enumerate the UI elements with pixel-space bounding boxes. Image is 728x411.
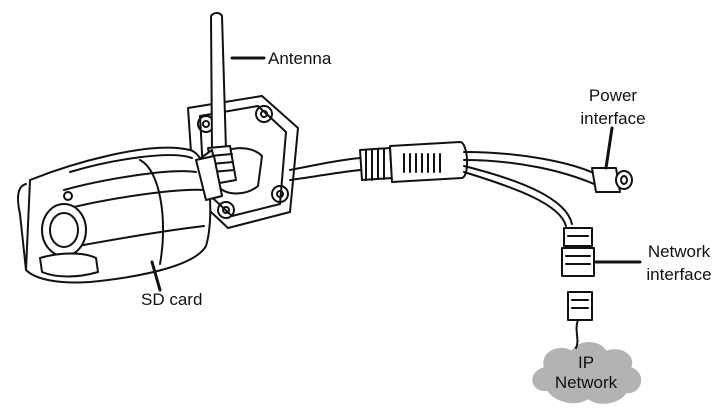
network-cable	[463, 165, 595, 349]
antenna-label: Antenna	[268, 49, 332, 68]
sd-card-label: SD card	[141, 290, 203, 309]
power-cable	[463, 151, 633, 193]
network-interface-label: Network interface	[636, 242, 722, 285]
ip-network-cloud-icon	[532, 342, 641, 404]
main-cable	[289, 141, 468, 183]
power-interface-label: Power interface	[568, 86, 658, 129]
ip-network-label: IP Network	[538, 353, 634, 393]
power-interface-line1: Power	[588, 86, 638, 105]
ip-network-line1: IP	[577, 353, 595, 372]
leader-lines	[150, 56, 642, 292]
ip-network-line2: Network	[554, 373, 618, 392]
network-interface-line1: Network	[647, 242, 711, 261]
power-interface-line2: interface	[580, 109, 646, 128]
network-interface-line2: interface	[646, 265, 712, 284]
camera-body	[17, 146, 223, 284]
